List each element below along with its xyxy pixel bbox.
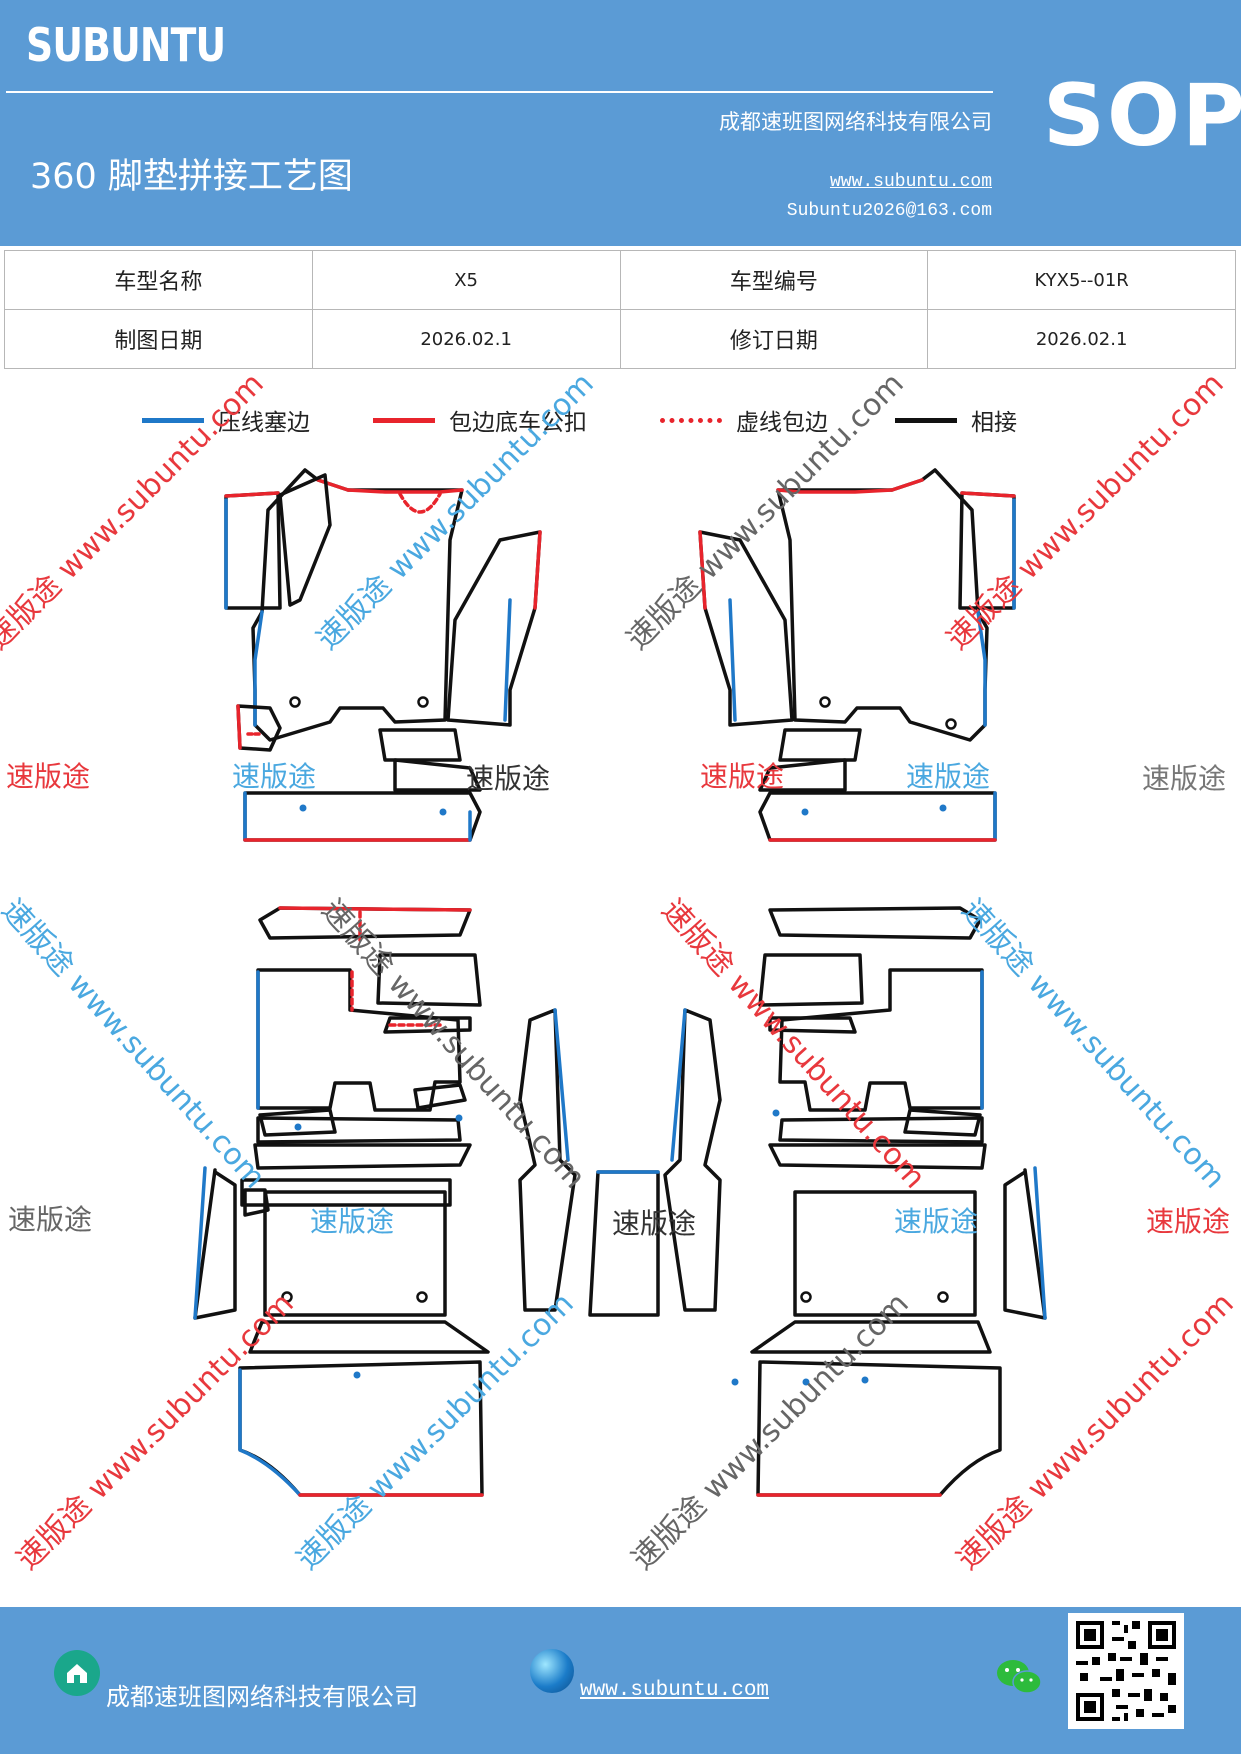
legend-label: 包边底车公扣 xyxy=(449,410,587,436)
header-divider xyxy=(6,91,993,93)
mat-center-tunnel xyxy=(588,1170,660,1317)
legend-item: 虚线包边 xyxy=(660,403,828,437)
table-cell: 修订日期 xyxy=(619,309,929,369)
footer-url-link[interactable]: www.subuntu.com xyxy=(580,1679,770,1702)
watermark-tag: 速版途 xyxy=(232,760,317,793)
wechat-icon xyxy=(995,1656,1043,1698)
table-cell: 制图日期 xyxy=(4,309,313,369)
legend-item: 压线塞边 xyxy=(142,403,310,437)
mat-front-right xyxy=(698,468,1016,842)
mat-front-left xyxy=(224,468,542,842)
header-company: 成都速班图网络科技有限公司 xyxy=(719,110,992,134)
legend-swatch xyxy=(373,417,435,423)
legend-item: 包边底车公扣 xyxy=(373,403,587,437)
globe-icon xyxy=(530,1649,574,1693)
table-row: 车型名称 X5 车型编号 KYX5--01R xyxy=(4,250,1236,310)
legend-label: 虚线包边 xyxy=(736,410,828,436)
header-email: Subuntu2026@163.com xyxy=(786,201,992,221)
watermark-tag: 速版途 xyxy=(906,760,991,793)
footer-company: 成都速班图网络科技有限公司 xyxy=(106,1683,418,1711)
legend-swatch xyxy=(895,417,957,423)
mat-rear-left xyxy=(193,906,577,1497)
watermark-tag: 速版途 xyxy=(894,1205,979,1238)
home-icon xyxy=(54,1650,100,1696)
table-cell: 2026.02.1 xyxy=(927,309,1236,369)
table-cell: 车型编号 xyxy=(619,250,929,310)
document-title: 360 脚垫拼接工艺图 xyxy=(30,157,353,197)
info-table: 车型名称 X5 车型编号 KYX5--01R 制图日期 2026.02.1 修订… xyxy=(4,250,1236,369)
table-cell: 车型名称 xyxy=(4,250,313,310)
header-url-link[interactable]: www.subuntu.com xyxy=(829,172,992,192)
legend-item: 相接 xyxy=(895,403,1017,437)
watermark-tag: 速版途 xyxy=(310,1205,395,1238)
floor-mat-diagram xyxy=(193,468,1047,1497)
clip-dots xyxy=(294,804,947,1386)
watermark-tag: 速版途 xyxy=(8,1203,93,1236)
table-cell: 2026.02.1 xyxy=(311,309,621,369)
brand-logo: SUBUNTU xyxy=(26,18,226,72)
table-cell: KYX5--01R xyxy=(927,250,1236,310)
legend: 压线塞边 包边底车公扣 虚线包边 相接 xyxy=(0,403,1241,443)
legend-swatch xyxy=(142,417,204,423)
footer-banner: 成都速班图网络科技有限公司 www.subuntu.com xyxy=(0,1607,1241,1754)
legend-label: 相接 xyxy=(971,410,1017,436)
table-cell: X5 xyxy=(311,250,621,310)
clip-holes xyxy=(281,696,957,1303)
watermark-tag: 速版途 xyxy=(466,762,551,795)
sop-badge: SOP xyxy=(1043,66,1241,166)
mat-rear-right xyxy=(663,906,1047,1497)
table-row: 制图日期 2026.02.1 修订日期 2026.02.1 xyxy=(4,309,1236,369)
watermark-tag: 速版途 xyxy=(1146,1205,1231,1238)
watermark-tag: 速版途 xyxy=(700,760,785,793)
watermark-tag: 速版途 xyxy=(1142,762,1227,795)
header-banner: SUBUNTU 360 脚垫拼接工艺图 成都速班图网络科技有限公司 www.su… xyxy=(0,0,1241,246)
legend-swatch xyxy=(660,417,722,423)
watermark-tag: 速版途 xyxy=(612,1207,697,1240)
watermark-tag: 速版途 xyxy=(6,760,91,793)
qr-code[interactable] xyxy=(1068,1613,1184,1729)
legend-label: 压线塞边 xyxy=(218,410,310,436)
